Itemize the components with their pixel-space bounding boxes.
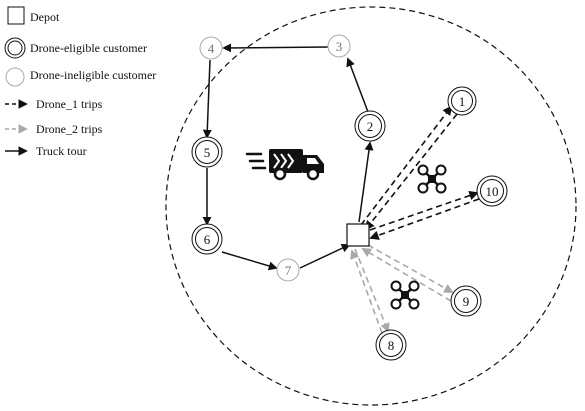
svg-text:10: 10 — [486, 184, 499, 199]
truck-edge-depot-2 — [358, 141, 374, 223]
customer-node-4: 4 — [199, 36, 223, 60]
svg-text:8: 8 — [388, 338, 395, 353]
drone2-trips — [350, 244, 454, 334]
drone1-out-10 — [369, 190, 479, 231]
legend-depot-icon — [7, 6, 25, 25]
customer-node-7: 7 — [276, 258, 300, 282]
legend-drone2-label: Drone_2 trips — [36, 122, 103, 136]
drone2-out-9 — [367, 244, 454, 293]
drone1-back-1 — [364, 113, 458, 231]
customer-node-2: 2 — [354, 110, 386, 142]
drone1-out-1 — [360, 105, 453, 226]
truck-edge-2-3 — [346, 57, 369, 113]
customer-node-8: 8 — [375, 329, 407, 361]
truck-tour — [202, 43, 374, 271]
drone-icon — [390, 280, 420, 310]
truck-edge-7-depot — [299, 243, 351, 269]
legend-ineligible-icon — [5, 67, 25, 87]
service-area-boundary — [165, 6, 577, 406]
customer-node-10: 10 — [476, 175, 508, 207]
svg-text:5: 5 — [204, 145, 211, 160]
legend-eligible-icon — [4, 37, 26, 59]
truck-edge-3-4 — [222, 43, 329, 53]
customer-node-3: 3 — [327, 34, 351, 58]
svg-text:7: 7 — [285, 263, 292, 278]
svg-text:3: 3 — [336, 39, 343, 54]
svg-text:1: 1 — [459, 94, 466, 109]
customer-node-9: 9 — [450, 285, 482, 317]
legend-ineligible-label: Drone-ineligible customer — [30, 68, 156, 82]
svg-text:9: 9 — [463, 294, 470, 309]
truck-edge-4-5 — [202, 59, 212, 139]
drone1-back-10 — [369, 198, 480, 240]
svg-text:6: 6 — [204, 232, 211, 247]
drone2-out-8 — [354, 248, 390, 333]
svg-text:4: 4 — [208, 41, 215, 56]
svg-text:2: 2 — [367, 119, 374, 134]
drone-icon — [417, 164, 447, 194]
truck-edge-6-7 — [221, 251, 278, 271]
drone1-trips — [360, 105, 480, 240]
legend-truck-label: Truck tour — [36, 144, 87, 158]
legend-eligible-label: Drone-eligible customer — [30, 41, 147, 55]
legend-depot-label: Depot — [30, 10, 60, 24]
customer-node-1: 1 — [447, 86, 477, 116]
drone2-back-8 — [350, 249, 383, 334]
customer-node-6: 6 — [191, 223, 223, 255]
truck-icon — [245, 149, 324, 181]
legend: Depot Drone-eligible customer Drone-inel… — [4, 6, 156, 158]
legend-drone1-label: Drone_1 trips — [36, 97, 103, 111]
customer-node-5: 5 — [191, 136, 223, 168]
depot-square — [346, 223, 370, 247]
drone2-back-9 — [361, 248, 452, 302]
